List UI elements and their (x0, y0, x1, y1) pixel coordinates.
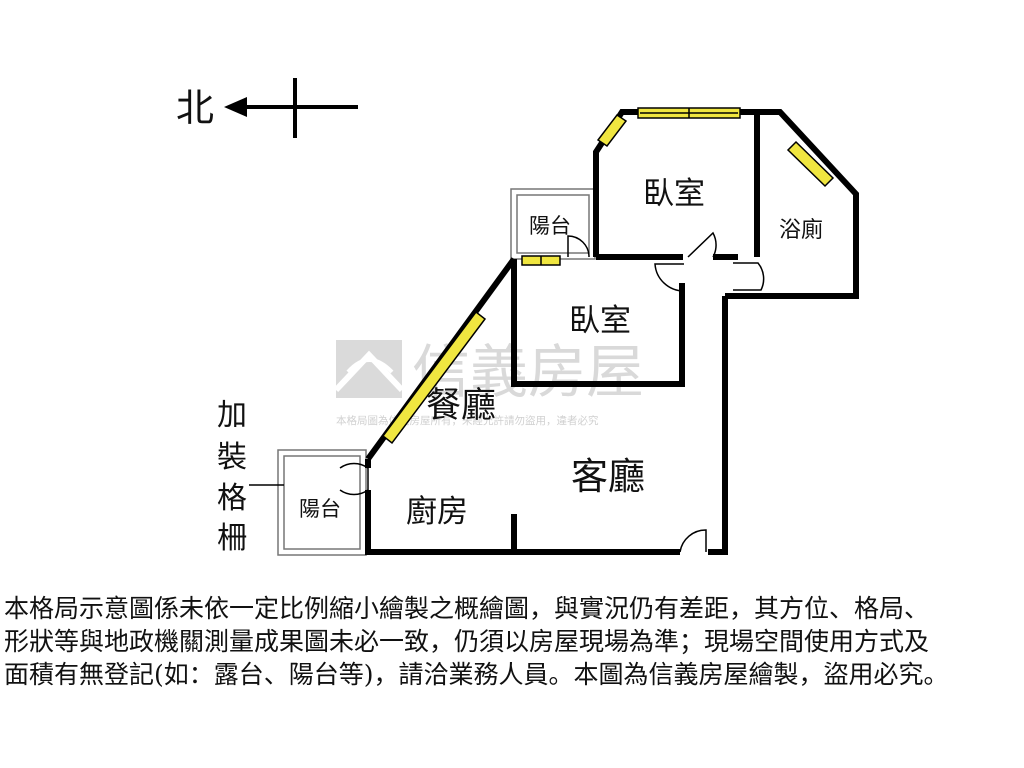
annotation-char: 加 (217, 398, 247, 433)
grille-annotation: 加 裝 格 柵 (217, 398, 284, 556)
disclaimer-line: 本格局示意圖係未依一定比例縮小繪製之概繪圖，與實況仍有差距，其方位、格局、 (4, 594, 930, 623)
annotation-char: 裝 (217, 440, 247, 475)
floor-plan: 信義房屋 本格局圖為信義房屋所有，未經允許請勿盜用，違者必究 北 (176, 78, 859, 556)
room-balcony-top: 陽台 (529, 214, 571, 238)
room-bathroom: 浴廁 (779, 218, 823, 243)
disclaimer-line: 面積有無登記(如：露台、陽台等)，請洽業務人員。本圖為信義房屋繪製，盜用必究。 (4, 660, 949, 689)
room-living: 客廳 (571, 455, 645, 498)
north-label: 北 (176, 86, 214, 130)
room-balcony-bottom: 陽台 (299, 497, 341, 521)
room-dining: 餐廳 (426, 386, 496, 426)
room-bedroom-north: 臥室 (643, 176, 705, 212)
annotation-char: 柵 (217, 521, 247, 556)
room-bedroom-middle: 臥室 (569, 303, 631, 339)
disclaimer-text: 本格局示意圖係未依一定比例縮小繪製之概繪圖，與實況仍有差距，其方位、格局、 形狀… (4, 592, 1020, 691)
room-kitchen: 廚房 (406, 494, 468, 530)
room-labels: 臥室 浴廁 陽台 臥室 餐廳 客廳 廚房 陽台 (299, 176, 823, 530)
north-arrow-icon: 北 (176, 78, 358, 138)
annotation-char: 格 (217, 481, 247, 516)
disclaimer-line: 形狀等與地政機關測量成果圖未必一致，仍須以房屋現場為準；現場空間使用方式及 (4, 627, 930, 656)
house-logo-icon (333, 340, 405, 398)
windows (381, 107, 835, 445)
door-swing-icon (339, 231, 765, 553)
